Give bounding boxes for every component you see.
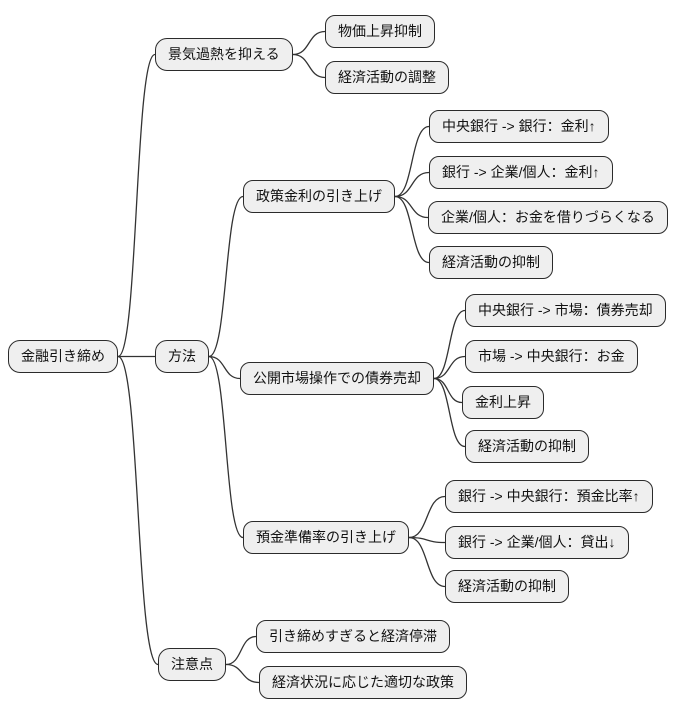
mindmap-node-k3: 金利上昇: [462, 386, 544, 419]
mindmap-edge-root-keiki: [117, 53, 156, 358]
mindmap-node-s1: 中央銀行 -> 銀行：金利↑: [429, 110, 609, 143]
mindmap-edge-chuui-c1: [225, 635, 257, 666]
mindmap-node-chousei: 経済活動の調整: [325, 61, 449, 94]
mindmap-edge-houhou-yokin: [208, 355, 244, 539]
mindmap-node-c1: 引き締めすぎると経済停滞: [256, 620, 450, 653]
mindmap-node-k2: 市場 -> 中央銀行：お金: [465, 340, 638, 373]
mindmap-edge-koukai-k3: [433, 377, 463, 404]
mindmap-edge-yokin-y1: [408, 495, 446, 539]
mindmap-node-seisaku: 政策金利の引き上げ: [243, 180, 395, 213]
mindmap-node-houhou: 方法: [155, 340, 209, 373]
mindmap-node-bukka: 物価上昇抑制: [325, 15, 435, 48]
mindmap-node-y1: 銀行 -> 中央銀行：預金比率↑: [445, 480, 653, 513]
mindmap-node-s4: 経済活動の抑制: [429, 246, 553, 279]
mindmap-edge-yokin-y2: [408, 536, 446, 544]
mindmap-node-s3: 企業/個人：お金を借りづらくなる: [428, 201, 668, 234]
mindmap-edge-seisaku-s4: [394, 195, 430, 264]
mindmap-edge-chuui-c2: [225, 663, 260, 684]
mindmap-edge-koukai-k1: [433, 309, 466, 380]
mindmap-edge-seisaku-s1: [394, 125, 430, 198]
mindmap-edge-keiki-chousei: [292, 53, 326, 79]
mindmap-node-koukai: 公開市場操作での債券売却: [240, 362, 434, 395]
mindmap-node-s2: 銀行 -> 企業/個人：金利↑: [429, 156, 613, 189]
mindmap-edge-houhou-seisaku: [208, 195, 244, 358]
mindmap-node-y3: 経済活動の抑制: [445, 570, 569, 603]
mindmap-node-y2: 銀行 -> 企業/個人：貸出↓: [445, 526, 629, 559]
mindmap-edge-seisaku-s3: [394, 195, 429, 219]
mindmap-node-keiki: 景気過熱を抑える: [155, 38, 293, 71]
mindmap-edge-yokin-y3: [408, 536, 446, 588]
mindmap-edge-koukai-k2: [433, 355, 466, 380]
mindmap-node-k1: 中央銀行 -> 市場：債券売却: [465, 294, 666, 327]
mindmap-edge-root-chuui: [117, 355, 159, 666]
mindmap-node-c2: 経済状況に応じた適切な政策: [259, 666, 467, 699]
mindmap-node-chuui: 注意点: [158, 648, 226, 681]
mindmap-node-root: 金融引き締め: [8, 340, 118, 373]
mindmap-edge-seisaku-s2: [394, 171, 430, 198]
mindmap-edge-houhou-koukai: [208, 355, 241, 380]
mindmap-node-k4: 経済活動の抑制: [465, 430, 589, 463]
mindmap-edge-keiki-bukka: [292, 30, 326, 56]
mindmap-edge-koukai-k4: [433, 377, 466, 448]
mindmap-node-yokin: 預金準備率の引き上げ: [243, 521, 409, 554]
